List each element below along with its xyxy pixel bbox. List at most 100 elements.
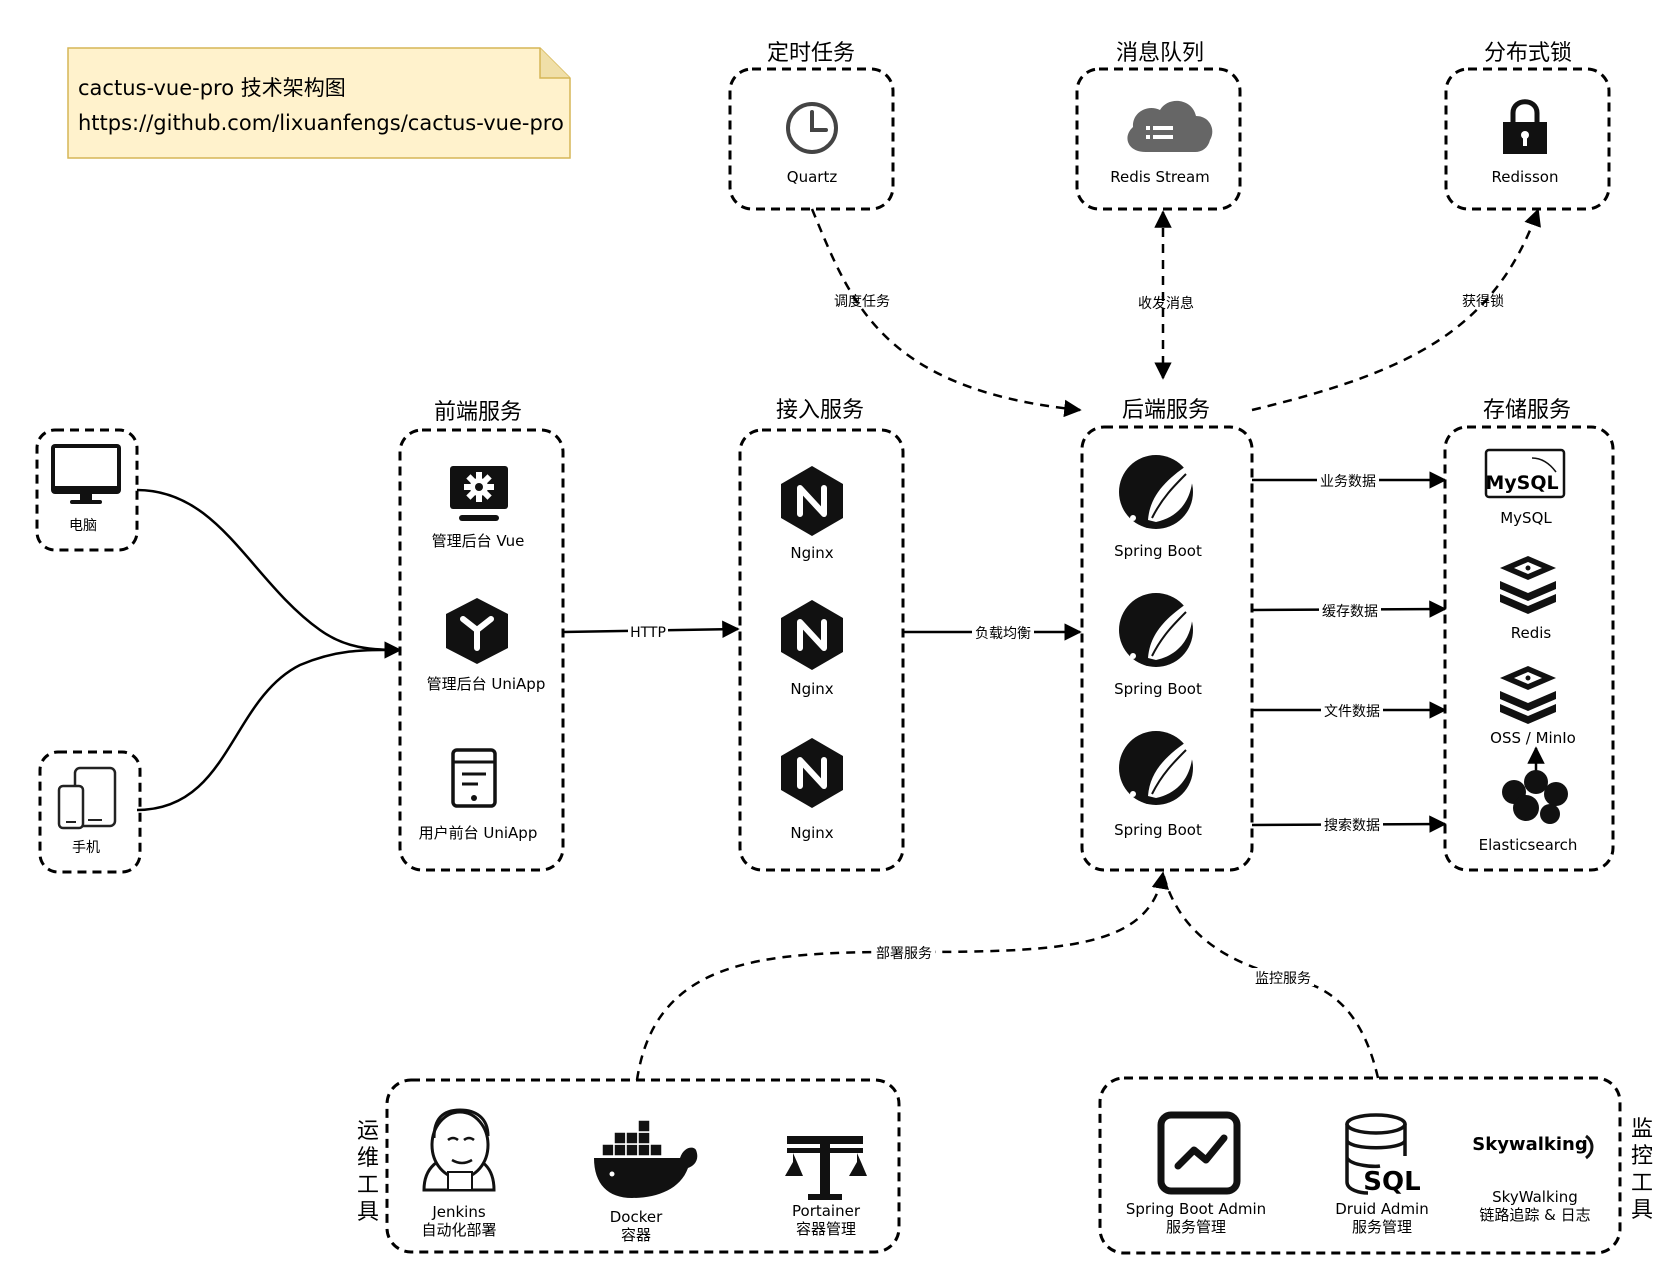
node-sublabel-jenkins: 自动化部署: [421, 1221, 496, 1239]
note-url[interactable]: https://github.com/lixuanfengs/cactus-vu…: [78, 111, 564, 135]
nginx-icon-1: [781, 466, 843, 536]
sba-chart-icon: [1157, 1111, 1241, 1195]
node-label-pc: 电脑: [69, 518, 97, 534]
node-label-admin-uniapp: 管理后台 UniApp: [427, 675, 546, 693]
group-lock: 分布式锁 Redisson: [1444, 41, 1611, 211]
node-label-skywalking: SkyWalking: [1492, 1188, 1578, 1206]
docker-whale-icon: [594, 1119, 698, 1198]
lock-icon: [1503, 99, 1547, 154]
edge-label-http: HTTP: [630, 625, 666, 641]
group-ops: 运 维 工 具 Jenkins 自动化部署 Docker: [357, 1078, 901, 1254]
group-title-scheduler: 定时任务: [767, 41, 855, 66]
node-label-mysql: MySQL: [1500, 509, 1552, 527]
edge-label-cache-data: 缓存数据: [1322, 604, 1378, 620]
group-title-access: 接入服务: [776, 398, 864, 423]
group-title-lock: 分布式锁: [1484, 41, 1572, 66]
spring-boot-icon-3: [1119, 731, 1193, 805]
node-sublabel-druid: 服务管理: [1352, 1218, 1412, 1236]
node-label-admin-vue: 管理后台 Vue: [432, 532, 525, 550]
group-scheduler: 定时任务 Quartz: [728, 41, 895, 211]
database-sql-icon: SQL: [1345, 1113, 1421, 1197]
node-sublabel-skywalking: 链路追踪 & 日志: [1479, 1206, 1590, 1224]
node-label-sba: Spring Boot Admin: [1126, 1200, 1266, 1218]
group-storage: 存储服务 MySQL MySQL Redis OSS / MinIo: [1443, 398, 1615, 872]
node-label-spring-boot-1: Spring Boot: [1114, 542, 1202, 560]
edge-label-biz-data: 业务数据: [1320, 474, 1376, 490]
node-label-redis: Redis: [1511, 624, 1552, 642]
node-sublabel-docker: 容器: [621, 1226, 651, 1244]
nginx-icon-3: [781, 738, 843, 808]
edge-phone-frontend: [136, 648, 401, 812]
devices-icon: [57, 766, 117, 830]
group-access: 接入服务 Nginx Nginx Nginx: [738, 398, 905, 872]
client-pc[interactable]: 电脑: [35, 428, 139, 552]
mysql-logo-icon: MySQL: [1484, 448, 1566, 499]
title-note: cactus-vue-pro 技术架构图 https://github.com/…: [67, 47, 571, 159]
edge-pc-frontend: [136, 488, 402, 659]
group-title-monitor-3: 工: [1631, 1171, 1653, 1196]
node-label-nginx-3: Nginx: [790, 824, 833, 842]
admin-console-icon: [450, 466, 508, 521]
group-title-storage: 存储服务: [1483, 398, 1571, 423]
monitor-icon: [51, 444, 121, 504]
redis-icon: [1500, 556, 1556, 614]
group-frontend: 前端服务 管理后台 Vue 管理后台 UniApp: [398, 400, 565, 872]
edge-label-deploy: 部署服务: [876, 946, 932, 962]
node-label-user-uniapp: 用户前台 UniApp: [419, 824, 538, 842]
group-title-monitor-1: 监: [1631, 1117, 1653, 1142]
node-label-druid: Druid Admin: [1335, 1200, 1429, 1218]
node-label-redis-stream: Redis Stream: [1110, 168, 1210, 186]
node-label-redisson: Redisson: [1492, 168, 1559, 186]
group-title-backend: 后端服务: [1122, 398, 1210, 423]
clock-icon: [786, 102, 838, 154]
node-label-nginx-1: Nginx: [790, 544, 833, 562]
group-backend: 后端服务 Spring Boot Spring Boot Spring Boot: [1080, 398, 1254, 872]
group-title-monitor-2: 控: [1631, 1144, 1653, 1169]
edge-labels: 调度任务 收发消息 获得锁 HTTP 负载均衡 业务数据 缓存数据 文件数据 搜…: [628, 293, 1504, 987]
node-sublabel-portainer: 容器管理: [796, 1220, 856, 1238]
skywalking-logo-icon: Skywalking: [1472, 1134, 1594, 1160]
edge-get-lock: [1251, 208, 1541, 412]
group-title-ops-3: 工: [357, 1173, 379, 1198]
node-sublabel-sba: 服务管理: [1166, 1218, 1226, 1236]
node-label-oss: OSS / MinIo: [1490, 729, 1576, 747]
note-title: cactus-vue-pro 技术架构图: [78, 76, 346, 100]
cloud-queue-icon: [1127, 100, 1213, 152]
node-label-phone: 手机: [72, 840, 100, 856]
group-title-mq: 消息队列: [1116, 41, 1204, 66]
spring-boot-icon-2: [1119, 593, 1193, 667]
nginx-icon-2: [781, 600, 843, 670]
uniapp-hex-icon: [446, 598, 508, 664]
client-phone[interactable]: 手机: [38, 750, 142, 874]
group-title-ops-1: 运: [357, 1119, 379, 1144]
group-title-ops-4: 具: [357, 1200, 379, 1225]
edge-deploy: [635, 871, 1169, 1081]
edge-label-load-balance: 负载均衡: [975, 626, 1031, 642]
portainer-crane-icon: [785, 1136, 867, 1200]
tablet-doc-icon: [451, 748, 497, 808]
group-title-ops-2: 维: [357, 1146, 379, 1171]
node-label-elasticsearch: Elasticsearch: [1479, 836, 1578, 854]
node-label-nginx-2: Nginx: [790, 680, 833, 698]
edge-monitoring: [1161, 872, 1380, 1079]
oss-icon: [1500, 666, 1556, 724]
spring-boot-icon-1: [1119, 455, 1193, 529]
edge-label-monitoring: 监控服务: [1255, 971, 1311, 987]
node-label-portainer: Portainer: [792, 1202, 861, 1220]
sql-logo-text: SQL: [1363, 1167, 1420, 1197]
edge-label-messaging: 收发消息: [1138, 295, 1194, 312]
node-label-spring-boot-3: Spring Boot: [1114, 821, 1202, 839]
jenkins-icon: [422, 1108, 496, 1192]
edge-label-search-data: 搜索数据: [1324, 817, 1380, 834]
node-label-docker: Docker: [610, 1208, 663, 1226]
group-monitor: 监 控 工 具 Spring Boot Admin 服务管理 SQL Druid…: [1098, 1076, 1653, 1255]
node-label-quartz: Quartz: [787, 168, 838, 186]
skywalking-logo-text: Skywalking: [1472, 1134, 1587, 1155]
node-label-jenkins: Jenkins: [431, 1203, 486, 1221]
edge-label-schedule: 调度任务: [834, 294, 890, 310]
group-title-monitor-4: 具: [1631, 1198, 1653, 1223]
group-mq: 消息队列 Redis Stream: [1075, 41, 1242, 211]
mysql-logo-text: MySQL: [1485, 472, 1558, 494]
edge-label-file-data: 文件数据: [1324, 704, 1380, 720]
node-label-spring-boot-2: Spring Boot: [1114, 680, 1202, 698]
